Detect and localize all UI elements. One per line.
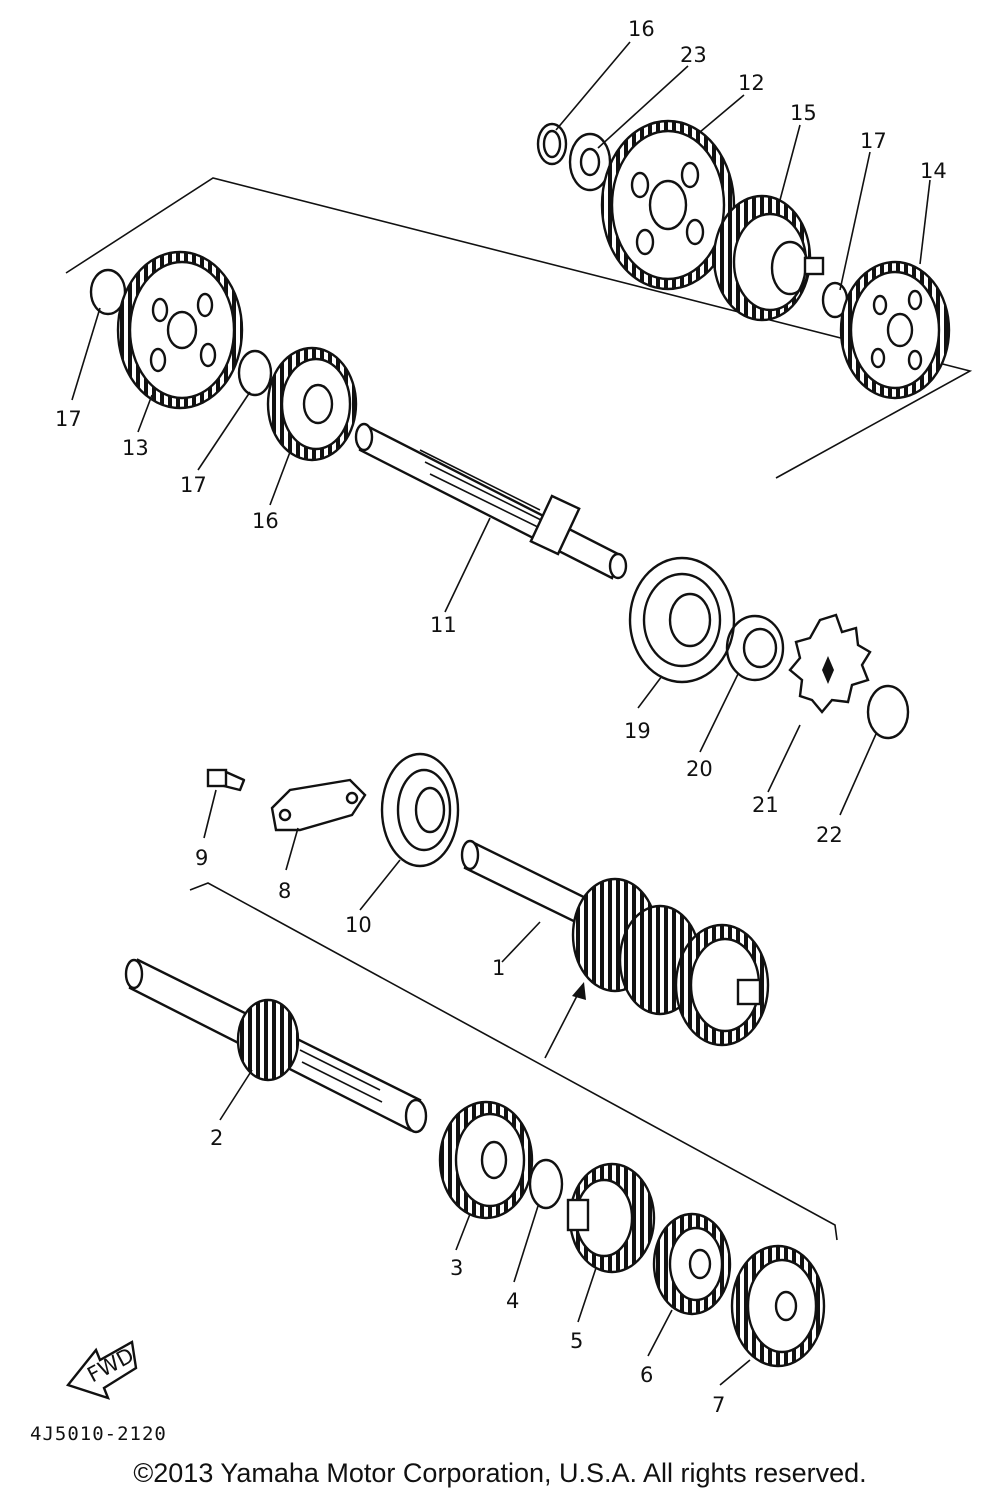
circlip-22 [866, 684, 910, 740]
label-13: 13 [122, 436, 149, 460]
label-21: 21 [752, 793, 779, 817]
copyright-notice: ©2013 Yamaha Motor Corporation, U.S.A. A… [133, 1458, 867, 1488]
shaft-11 [354, 422, 628, 580]
sprocket-21 [788, 613, 872, 714]
circlip-4 [528, 1158, 564, 1210]
shaft-2 [124, 958, 428, 1134]
label-23: 23 [680, 43, 707, 67]
drawing-code: 4J5010-2120 [30, 1423, 167, 1445]
gear-16 [266, 346, 358, 462]
label-12: 12 [738, 71, 765, 95]
label-7: 7 [712, 1393, 725, 1417]
lower-group-bracket [189, 882, 838, 1241]
label-15: 15 [790, 101, 817, 125]
gear-15 [712, 194, 825, 322]
oil-seal-20 [725, 614, 785, 682]
gear-14 [839, 260, 951, 400]
label-4: 4 [506, 1289, 519, 1313]
label-20: 20 [686, 757, 713, 781]
label-11: 11 [430, 613, 457, 637]
gear-7 [730, 1244, 826, 1368]
fwd-arrow-icon: FWD [65, 1340, 138, 1400]
plate-8 [270, 778, 367, 832]
assembly-arrow [544, 989, 581, 1059]
label-18: 16 [628, 17, 655, 41]
gear-5 [566, 1162, 656, 1274]
label-17-upper: 17 [860, 129, 887, 153]
gear-12 [600, 119, 736, 291]
label-17-middle: 17 [180, 473, 207, 497]
label-3: 3 [450, 1256, 463, 1280]
label-17-left: 17 [55, 407, 82, 431]
gear-13 [116, 250, 244, 410]
label-5: 5 [570, 1329, 583, 1353]
circlip-17-middle [237, 349, 273, 397]
label-9: 9 [195, 846, 208, 870]
label-19: 19 [624, 719, 651, 743]
label-14: 14 [920, 159, 947, 183]
label-6: 6 [640, 1363, 653, 1387]
bolt-9 [206, 768, 246, 792]
upper-group-outline [65, 177, 973, 479]
bearing-10 [380, 752, 460, 868]
gear-6 [652, 1212, 732, 1316]
shaft-1 [460, 839, 770, 1047]
label-22: 22 [816, 823, 843, 847]
bearing-19 [628, 556, 736, 684]
circlip-18 [536, 122, 568, 166]
label-1: 1 [492, 956, 505, 980]
label-10: 10 [345, 913, 372, 937]
assembly-arrow-head [572, 982, 586, 1000]
label-2: 2 [210, 1126, 223, 1150]
leader-lines [71, 41, 931, 1386]
label-16: 16 [252, 509, 279, 533]
label-8: 8 [278, 879, 291, 903]
gear-3 [438, 1100, 534, 1220]
